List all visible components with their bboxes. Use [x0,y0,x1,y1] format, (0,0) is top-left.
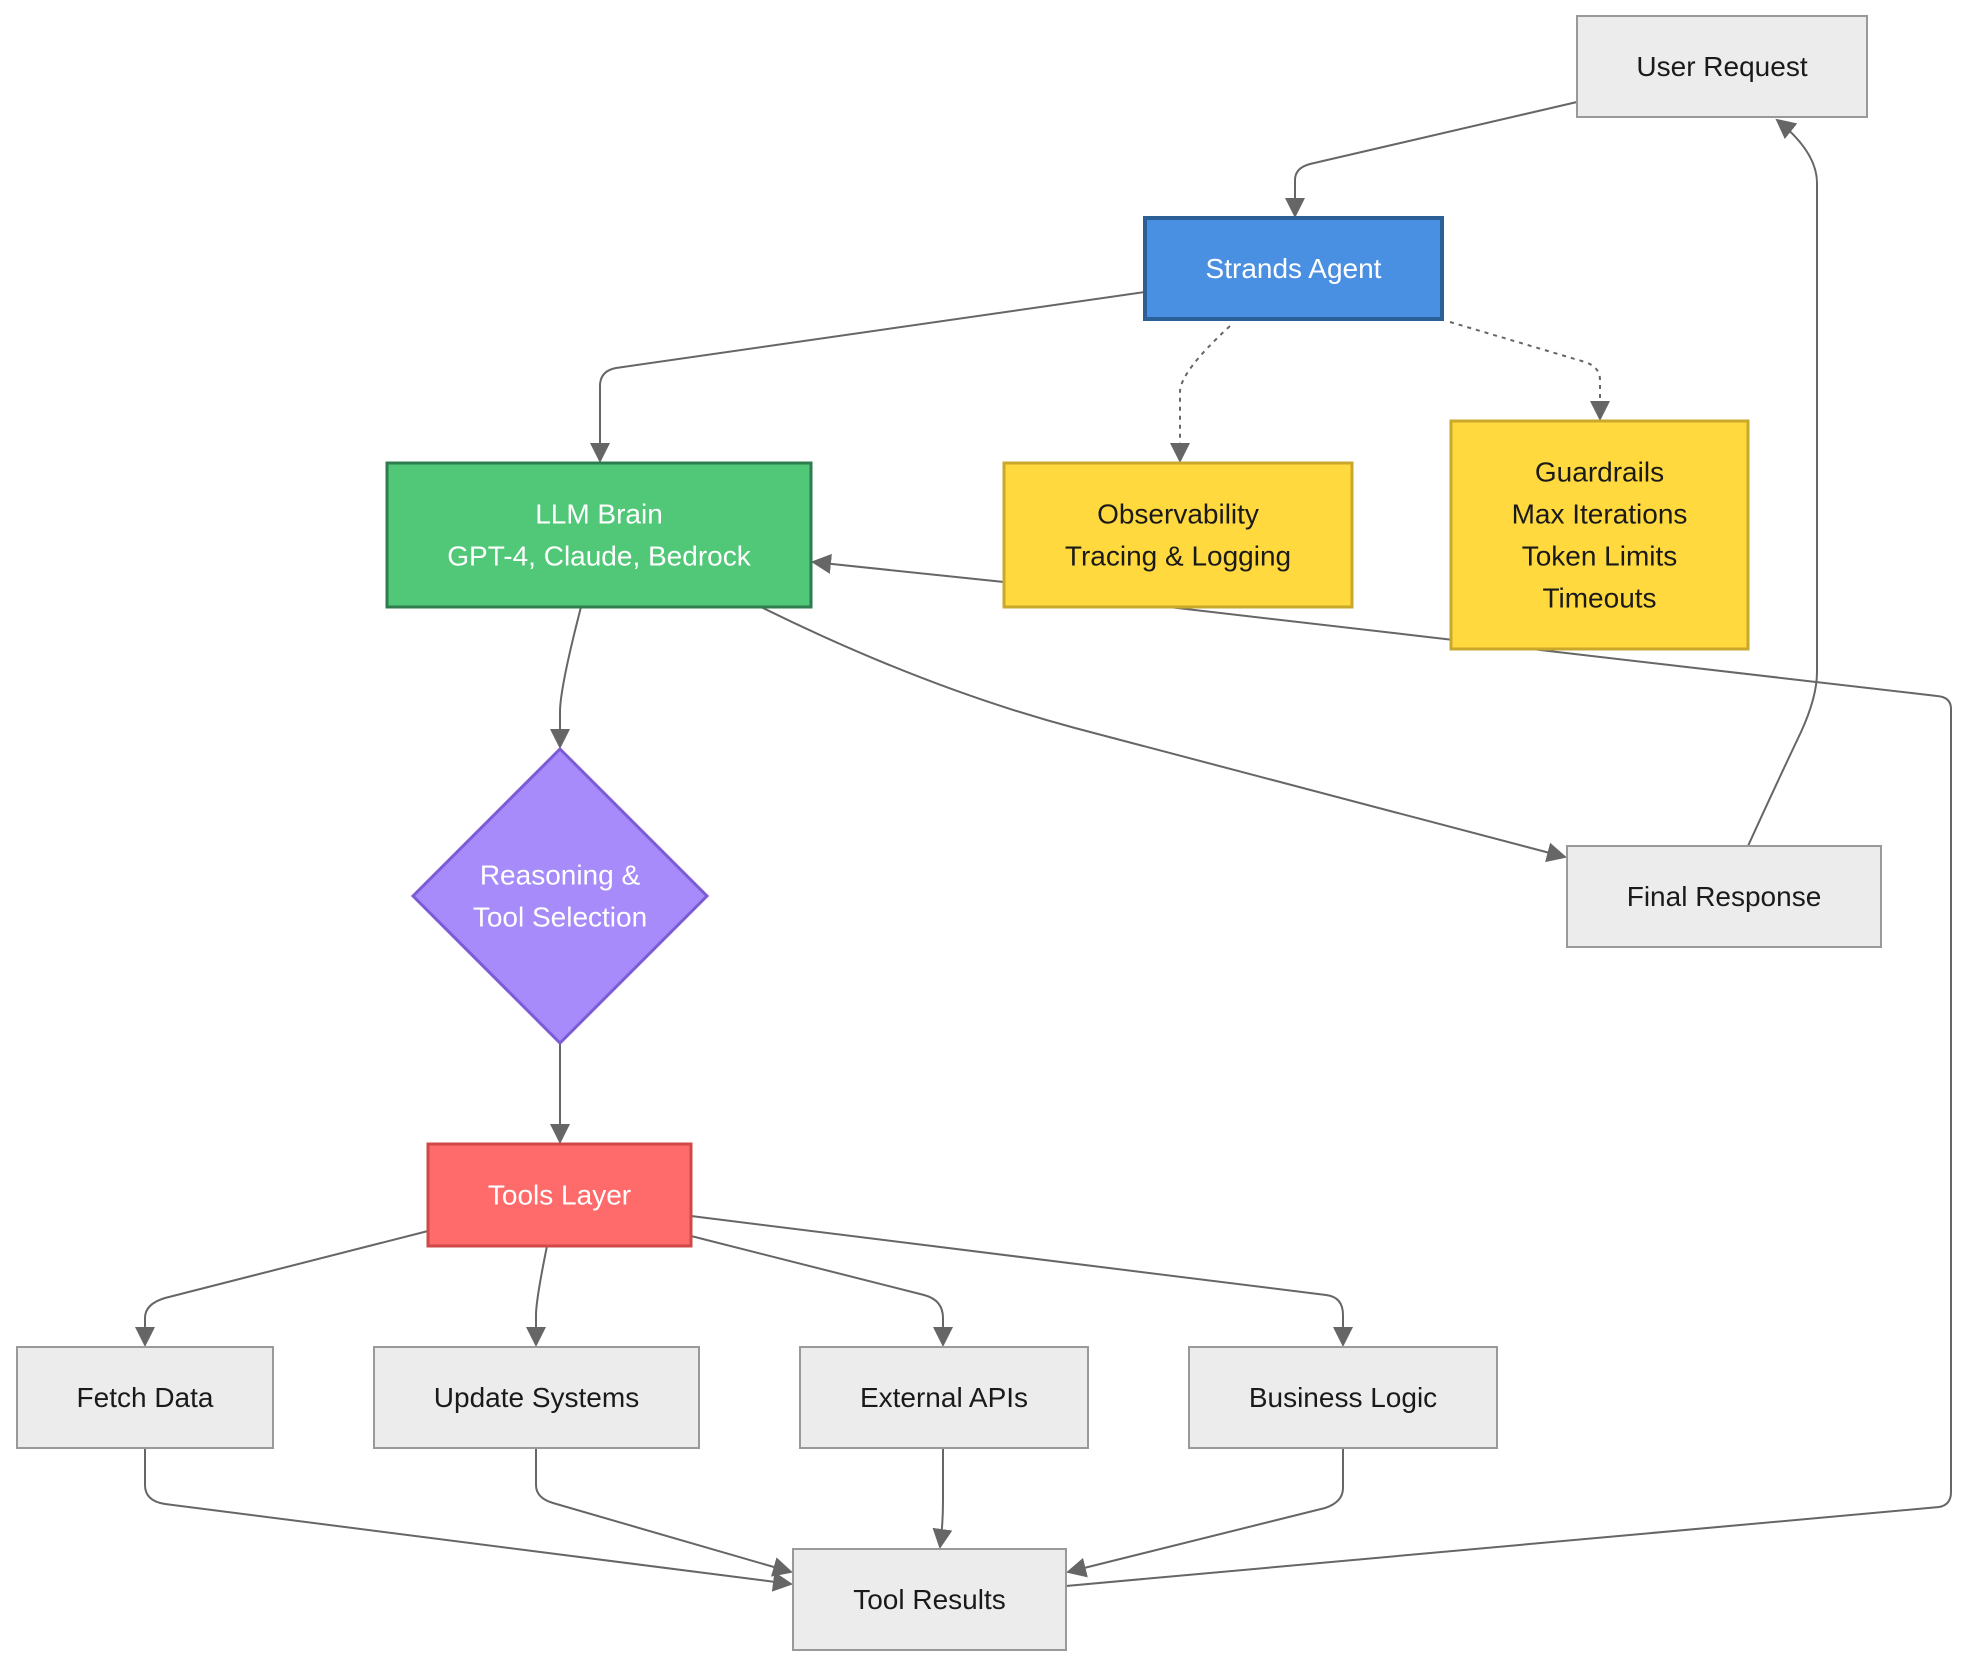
node-guardrails-label: Token Limits [1522,541,1678,572]
node-llm-brain-shape [385,461,813,609]
node-external-apis-label: External APIs [860,1382,1028,1413]
node-business-logic: Business Logic [1188,1346,1498,1449]
edge-strands-agent-to-llm-brain [590,291,1146,463]
node-final-response: Final Response [1566,845,1882,948]
node-guardrails-shape [1449,419,1750,651]
node-tool-results-label: Tool Results [853,1584,1006,1615]
node-tools-layer-label: Tools Layer [488,1180,631,1211]
node-tools-layer-shape [426,1142,693,1248]
node-guardrails-label: Timeouts [1542,583,1656,614]
node-reasoning-shape [410,746,710,1046]
node-tool-results: Tool Results [792,1548,1067,1651]
node-reasoning-label: Reasoning & [480,860,641,891]
edge-tool-results-to-llm-brain [811,553,1952,1587]
node-reasoning: Reasoning & Tool Selection [410,746,710,1046]
node-tool-results-shape [792,1548,1067,1651]
node-guardrails-label: Guardrails [1535,457,1664,488]
edge-tools-layer-to-business-logic [690,1215,1353,1347]
node-final-response-shape [1566,845,1882,948]
node-user-request-shape [1576,15,1868,118]
edge-external-apis-to-tool-results [932,1448,953,1549]
node-user-request-label: User Request [1636,51,1807,82]
edge-tools-layer-to-external-apis [690,1235,953,1347]
edge-user-request-to-strands-agent [1285,101,1578,218]
edge-strands-agent-to-observability [1170,325,1231,463]
edges [135,101,1952,1592]
edge-tools-layer-to-fetch-data [135,1230,429,1347]
node-business-logic-label: Business Logic [1249,1382,1437,1413]
node-guardrails-label: Max Iterations [1512,499,1688,530]
edge-llm-brain-to-final-response [760,606,1567,863]
node-llm-brain-label: GPT-4, Claude, Bedrock [447,541,751,572]
edge-fetch-data-to-tool-results [144,1448,793,1592]
edge-update-systems-to-tool-results [535,1448,793,1577]
node-external-apis-shape [799,1346,1089,1449]
node-update-systems: Update Systems [373,1346,700,1449]
node-strands-agent-label: Strands Agent [1206,253,1382,284]
node-fetch-data-shape [16,1346,274,1449]
node-final-response-label: Final Response [1627,881,1822,912]
node-observability-label: Observability [1097,499,1259,530]
node-external-apis: External APIs [799,1346,1089,1449]
edge-tools-layer-to-update-systems [526,1245,548,1347]
edge-business-logic-to-tool-results [1066,1448,1344,1578]
node-reasoning-label: Tool Selection [473,902,647,933]
edge-final-response-to-user-request [1747,118,1818,847]
node-update-systems-label: Update Systems [434,1382,639,1413]
node-strands-agent: Strands Agent [1143,216,1444,321]
node-strands-agent-shape [1143,216,1444,321]
edge-strands-agent-to-guardrails [1449,321,1610,421]
edge-llm-brain-to-reasoning [550,606,582,749]
node-observability-label: Tracing & Logging [1065,541,1291,572]
node-observability-shape [1002,461,1354,609]
node-update-systems-shape [373,1346,700,1449]
node-user-request: User Request [1576,15,1868,118]
node-fetch-data: Fetch Data [16,1346,274,1449]
node-llm-brain-label: LLM Brain [535,499,663,530]
node-tools-layer: Tools Layer [426,1142,693,1248]
node-business-logic-shape [1188,1346,1498,1449]
node-fetch-data-label: Fetch Data [77,1382,214,1413]
